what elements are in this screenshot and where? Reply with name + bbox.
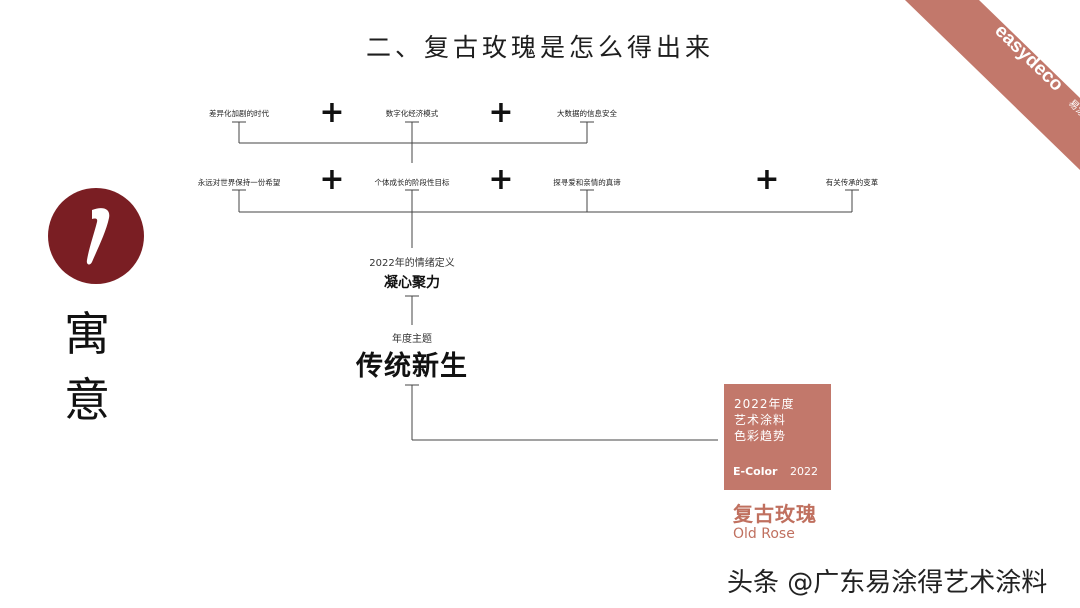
row1-item-3: 大数据的信息安全 <box>557 109 617 118</box>
row2-item-2: 个体成长的阶段性目标 <box>374 178 450 187</box>
theme-value: 传统新生 <box>356 351 468 382</box>
row1-item-1: 差异化加剧的时代 <box>209 109 269 118</box>
emotion-value: 凝心聚力 <box>384 275 440 291</box>
trend-color-card: 2022年度 艺术涂料 色彩趋势 E-Color 2022 <box>724 384 831 490</box>
card-title: 2022年度 艺术涂料 色彩趋势 <box>734 396 795 444</box>
page-title: 二、复古玫瑰是怎么得出来 <box>365 33 714 62</box>
card-title-line2: 艺术涂料 <box>734 413 787 427</box>
row2-item-1: 永远对世界保持一份希望 <box>197 178 281 187</box>
emotion-caption: 2022年的情绪定义 <box>369 258 455 269</box>
brand-corner-ribbon: easydeco 易涂得 <box>905 0 1080 170</box>
card-brand-label: E-Color <box>733 465 778 478</box>
side-label-char-1: 寓 <box>64 307 110 361</box>
plus-symbol: + <box>319 162 345 197</box>
card-title-line3: 色彩趋势 <box>734 429 787 443</box>
plus-symbol: + <box>319 95 345 130</box>
section-number-badge <box>48 188 144 284</box>
theme-caption: 年度主题 <box>392 334 432 345</box>
plus-symbol: + <box>754 162 780 197</box>
number-one-glyph <box>86 208 110 265</box>
side-label-char-2: 意 <box>64 373 110 427</box>
row1-item-2: 数字化经济模式 <box>385 109 439 118</box>
row2-item-3: 探寻爱和亲情的真谛 <box>553 178 621 187</box>
source-watermark: 头条 @广东易涂得艺术涂料 <box>727 568 1048 598</box>
color-name-cn: 复古玫瑰 <box>733 502 817 526</box>
color-name-en: Old Rose <box>733 526 795 542</box>
card-title-line1: 2022年度 <box>734 397 795 411</box>
row2-item-4: 有关传承的变革 <box>825 178 879 187</box>
card-year: 2022 <box>790 465 818 478</box>
plus-symbol: + <box>488 162 514 197</box>
plus-symbol: + <box>488 95 514 130</box>
